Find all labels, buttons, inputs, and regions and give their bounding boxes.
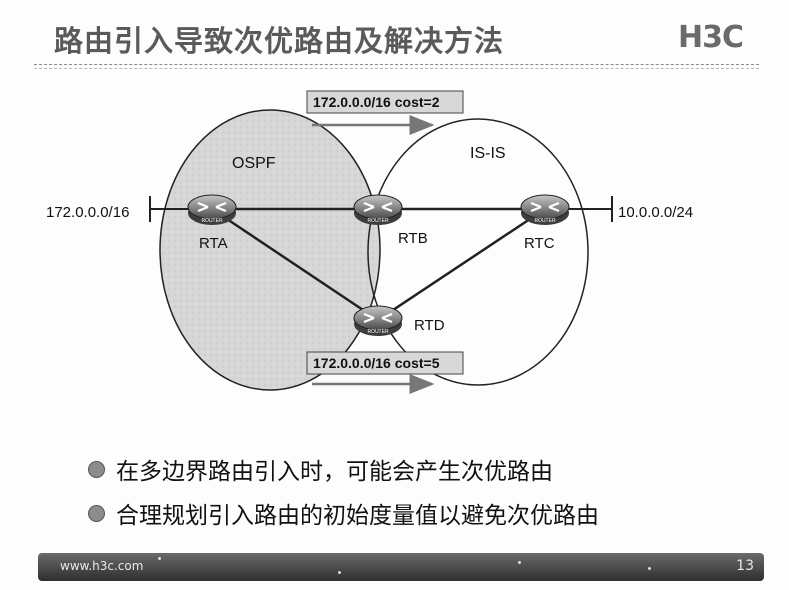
title-divider-secondary	[34, 68, 759, 69]
router-rtb-icon: ROUTER	[353, 194, 403, 225]
isis-domain-area	[367, 118, 589, 386]
route-label-bottom-text: 172.0.0.0/16 cost=5	[313, 355, 440, 371]
router-badge: ROUTER	[201, 218, 223, 224]
page-number: 13	[736, 558, 754, 574]
footer-url: www.h3c.com	[60, 559, 144, 573]
h3c-logo: H3C	[678, 20, 744, 55]
network-label-left: 172.0.0.0/16	[46, 204, 129, 221]
ospf-domain-area	[159, 109, 381, 391]
title-divider	[34, 64, 759, 65]
router-label-rta: RTA	[199, 235, 228, 252]
bullet-dot-icon	[88, 505, 105, 522]
route-label-top-text: 172.0.0.0/16 cost=2	[313, 94, 440, 110]
network-label-right: 10.0.0.0/24	[618, 204, 693, 221]
sparkle-decoration	[338, 571, 341, 574]
sparkle-decoration	[518, 561, 521, 564]
router-badge: ROUTER	[367, 329, 389, 335]
sparkle-decoration	[158, 557, 161, 560]
sparkle-decoration	[648, 567, 651, 570]
link-rtd-rtc	[377, 207, 546, 322]
ospf-label: OSPF	[232, 155, 276, 172]
router-rta-icon: ROUTER	[187, 194, 237, 225]
bullet-text: 合理规划引入路由的初始度量值以避免次优路由	[116, 503, 599, 529]
router-rtc-icon: ROUTER	[520, 194, 570, 225]
route-label-top: 172.0.0.0/16 cost=2	[306, 90, 464, 135]
bullet-dot-icon	[88, 461, 105, 478]
router-label-rtd: RTD	[414, 317, 445, 334]
isis-label: IS-IS	[470, 145, 506, 162]
route-label-bottom: 172.0.0.0/16 cost=5	[306, 351, 464, 394]
router-badge: ROUTER	[534, 218, 556, 224]
router-label-rtb: RTB	[398, 230, 428, 247]
router-badge: ROUTER	[367, 218, 389, 224]
footer-bar: www.h3c.com 13	[38, 553, 764, 581]
router-label-rtc: RTC	[524, 235, 555, 252]
bullet-text: 在多边界路由引入时，可能会产生次优路由	[116, 459, 553, 485]
slide-title: 路由引入导致次优路由及解决方法	[54, 24, 505, 58]
link-rta-rtd	[211, 207, 379, 322]
router-rtd-icon: ROUTER	[353, 305, 403, 336]
